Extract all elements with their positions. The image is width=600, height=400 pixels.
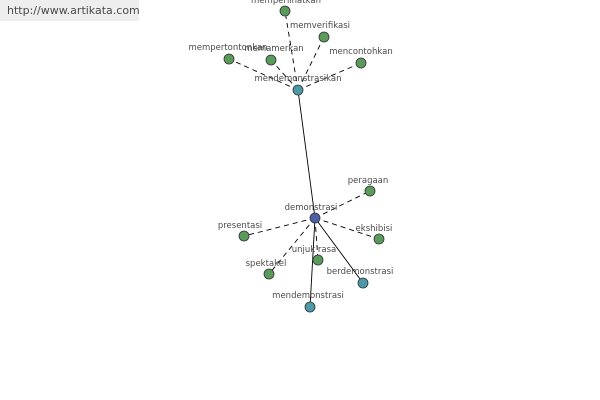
node-mendemonstrasikan[interactable]: mendemonstrasikan [254, 74, 342, 96]
node-marker-peragaan[interactable] [364, 185, 376, 197]
edge-mendemonstrasikan-memperlihatkan [284, 10, 299, 91]
node-demonstrasi[interactable]: demonstrasi [285, 203, 338, 224]
node-memamerkan[interactable]: memamerkan [244, 44, 304, 66]
node-marker-mendemonstrasi[interactable] [304, 301, 316, 313]
node-marker-presentasi[interactable] [238, 230, 250, 242]
node-label-demonstrasi: demonstrasi [285, 203, 338, 213]
edge-demonstrasi-spektakel [268, 217, 316, 275]
node-label-mendemonstrasi: mendemonstrasi [272, 291, 344, 301]
edge-mendemonstrasikan-memamerkan [270, 59, 299, 91]
node-marker-unjuk-rasa[interactable] [312, 254, 324, 266]
node-ekshibisi[interactable]: ekshibisi [356, 224, 393, 245]
node-memverifikasi[interactable]: memverifikasi [290, 21, 350, 43]
node-peragaan[interactable]: peragaan [348, 176, 389, 197]
node-label-mencontohkan: mencontohkan [329, 47, 392, 57]
node-label-ekshibisi: ekshibisi [356, 224, 393, 234]
node-label-berdemonstrasi: berdemonstrasi [327, 267, 394, 277]
node-marker-spektakel[interactable] [263, 268, 275, 280]
node-marker-ekshibisi[interactable] [373, 233, 385, 245]
node-marker-memverifikasi[interactable] [318, 31, 330, 43]
site-url-link[interactable]: http://www.artikata.com [0, 0, 140, 21]
node-spektakel[interactable]: spektakel [246, 259, 287, 280]
edge-demonstrasi-mendemonstrasi [309, 217, 316, 308]
edge-mendemonstrasikan-mempertontonkan [228, 58, 299, 91]
edge-mendemonstrasikan-mencontohkan [297, 62, 362, 91]
node-marker-memperlihatkan[interactable] [279, 5, 291, 17]
node-label-memperlihatkan: memperlihatkan [251, 0, 321, 6]
edge-demonstrasi-presentasi [243, 217, 316, 237]
node-mendemonstrasi[interactable]: mendemonstrasi [272, 291, 344, 313]
edge-mendemonstrasikan-memverifikasi [297, 36, 325, 91]
node-label-unjuk-rasa: unjuk rasa [292, 245, 337, 255]
node-marker-mencontohkan[interactable] [355, 57, 367, 69]
node-label-mendemonstrasikan: mendemonstrasikan [254, 74, 341, 84]
edge-demonstrasi-unjuk-rasa [314, 217, 319, 261]
edge-demonstrasi-berdemonstrasi [314, 217, 364, 284]
node-marker-demonstrasi[interactable] [309, 212, 321, 224]
node-marker-berdemonstrasi[interactable] [357, 277, 369, 289]
node-label-mempertontonkan: mempertontonkan [188, 43, 267, 53]
node-presentasi[interactable]: presentasi [218, 221, 262, 242]
node-mencontohkan[interactable]: mencontohkan [329, 47, 393, 69]
node-berdemonstrasi[interactable]: berdemonstrasi [327, 267, 394, 289]
edge-demonstrasi-mendemonstrasikan [297, 89, 316, 219]
node-marker-mendemonstrasikan[interactable] [292, 84, 304, 96]
node-label-memverifikasi: memverifikasi [290, 21, 350, 31]
edges-layer [228, 10, 380, 308]
edge-demonstrasi-ekshibisi [314, 217, 380, 240]
node-marker-mempertontonkan[interactable] [223, 53, 235, 65]
node-memperlihatkan[interactable]: memperlihatkan [251, 0, 321, 17]
edge-demonstrasi-peragaan [314, 190, 371, 219]
node-label-spektakel: spektakel [246, 259, 287, 269]
node-label-peragaan: peragaan [348, 176, 389, 186]
node-mempertontonkan[interactable]: mempertontonkan [188, 43, 268, 65]
node-label-presentasi: presentasi [218, 221, 262, 231]
node-marker-memamerkan[interactable] [265, 54, 277, 66]
node-label-memamerkan: memamerkan [244, 44, 303, 54]
node-unjuk-rasa[interactable]: unjuk rasa [292, 245, 337, 266]
